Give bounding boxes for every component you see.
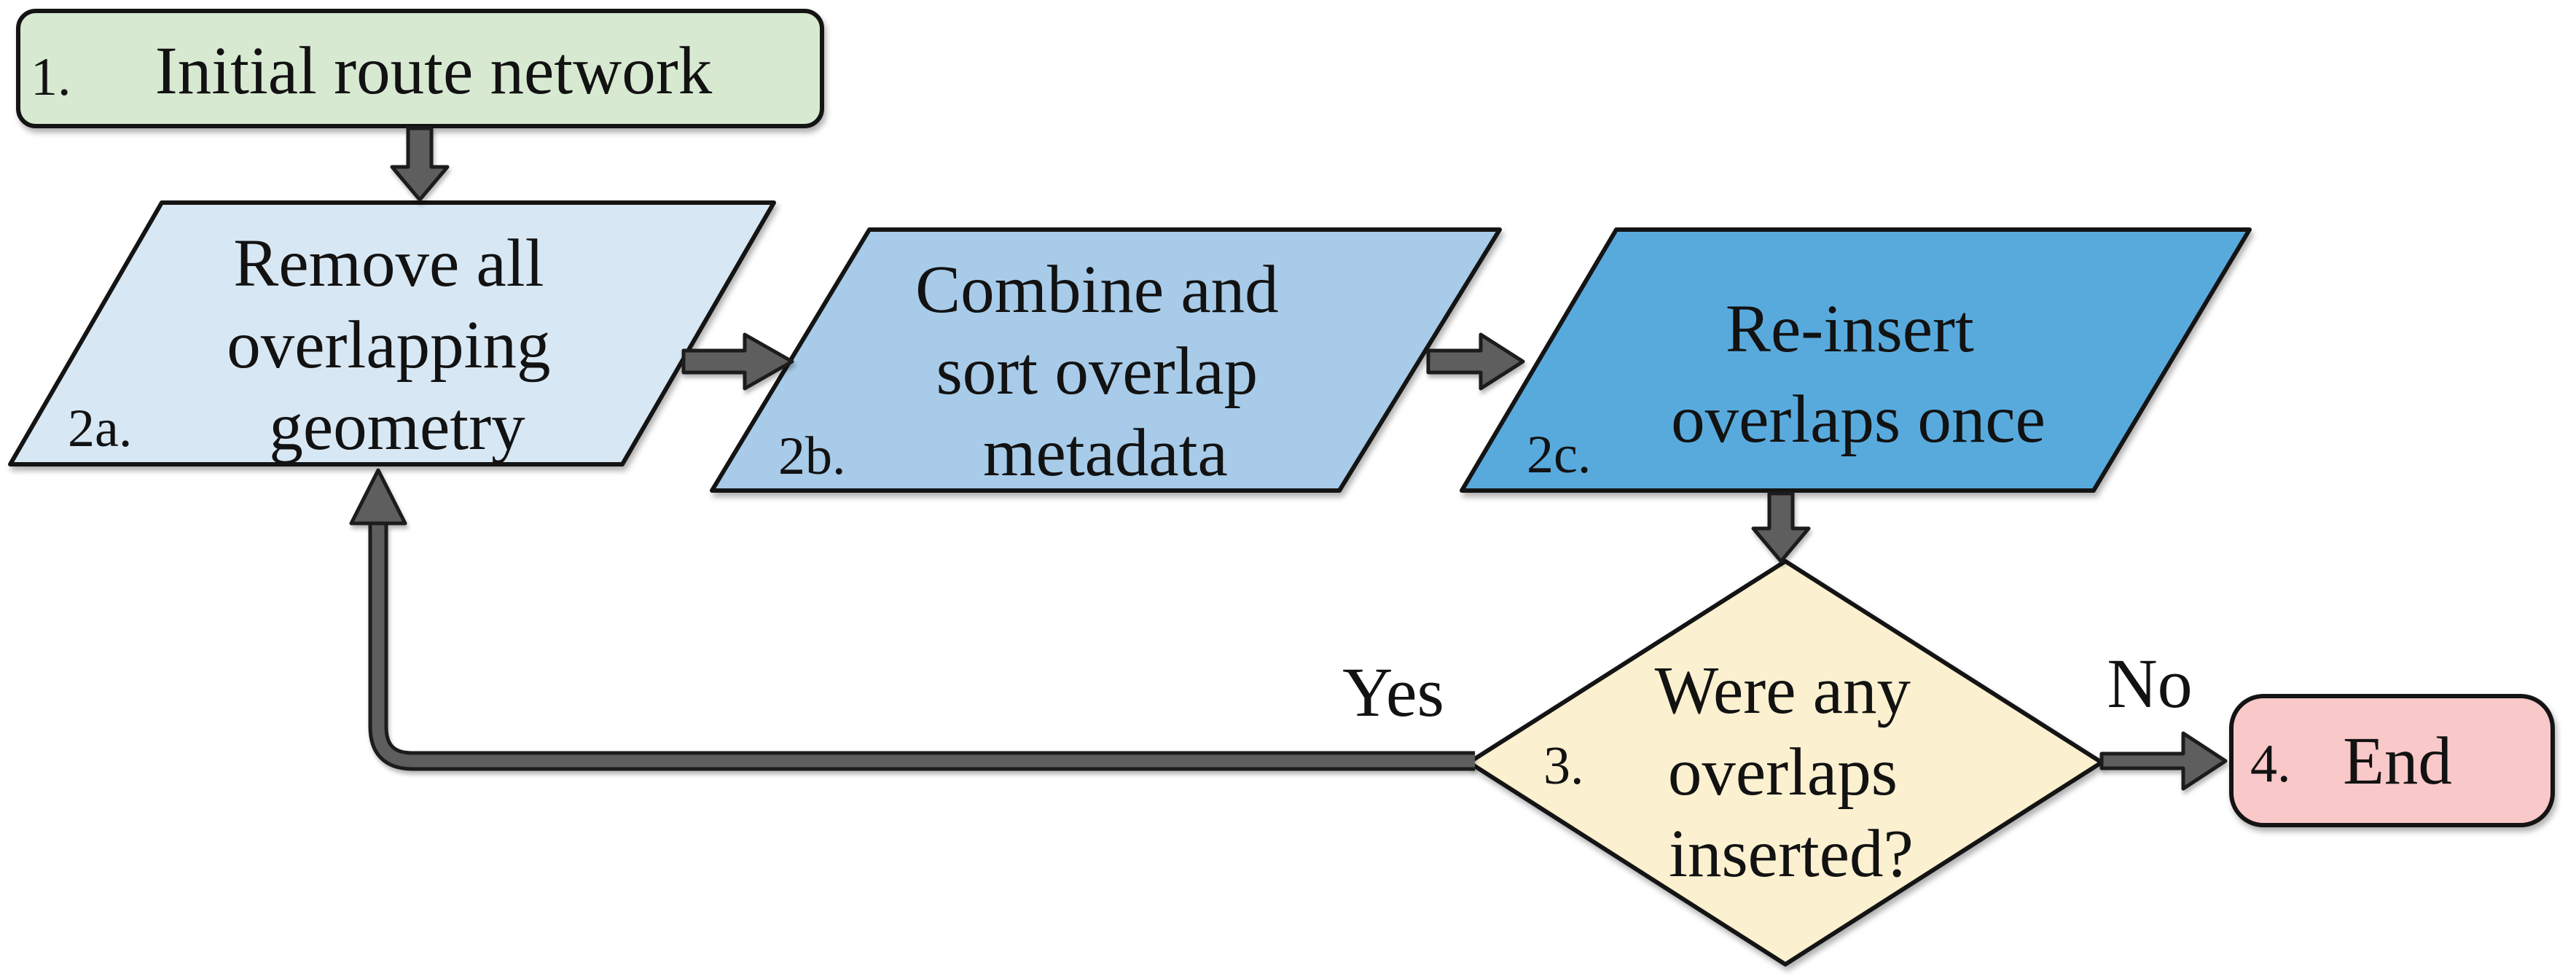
step-2a-parallelogram — [8, 200, 776, 466]
arrow-2c-to-decision — [1751, 491, 1811, 563]
step-2b-parallelogram — [710, 227, 1502, 493]
step-2a-label-line: Remove all — [233, 226, 544, 301]
step-2b-label: Combine and sort overlap metadata — [915, 252, 1296, 491]
decision-label-line: inserted? — [1669, 816, 1914, 891]
end-node-label-line: End — [2343, 724, 2452, 799]
end-node-number: 4. — [2250, 734, 2291, 794]
arrow-yes-loop-outline — [368, 519, 1475, 771]
step-2a-label-line: overlapping — [227, 308, 550, 383]
step-2c-parallelogram — [1460, 227, 2252, 493]
step-2c-label-line: Re-insert — [1726, 292, 1974, 367]
step-2b-number: 2b. — [778, 426, 846, 486]
step-2b-label-line: Combine and — [915, 252, 1279, 327]
decision-label-line: overlaps — [1668, 735, 1898, 810]
start-node-shape — [16, 9, 824, 128]
step-2b-label-line: sort overlap — [936, 334, 1258, 409]
step-2a-label-line: geometry — [269, 389, 525, 464]
arrow-2a-to-2b — [681, 332, 794, 391]
arrow-yes-loop-head — [349, 468, 407, 526]
start-node-number: 1. — [31, 47, 71, 107]
step-2b-label-line: metadata — [983, 415, 1228, 491]
end-node-shape — [2229, 694, 2555, 827]
decision-diamond — [1467, 559, 2104, 967]
step-2a-label: Remove all overlapping geometry — [227, 226, 567, 464]
step-2c-label-line: overlaps once — [1671, 382, 2045, 457]
arrow-2b-to-2c — [1426, 332, 1525, 391]
step-2a-number: 2a. — [68, 399, 132, 458]
decision-number: 3. — [1543, 736, 1584, 796]
decision-label-line: Were any — [1655, 653, 1911, 728]
end-node-label: End — [2343, 724, 2452, 799]
decision-label: Were any overlaps inserted? — [1655, 653, 1928, 891]
step-2c-label: Re-insert overlaps once — [1671, 292, 2045, 457]
step-2c-number: 2c. — [1527, 425, 1591, 485]
arrow-start-to-2a — [390, 126, 450, 202]
arrow-no-to-end — [2099, 731, 2228, 791]
no-branch-label: No — [2107, 644, 2192, 722]
start-node-label: Initial route network — [155, 34, 713, 109]
start-node-label-line: Initial route network — [155, 34, 713, 109]
arrow-yes-loop — [372, 519, 1475, 768]
yes-branch-label: Yes — [1342, 653, 1444, 731]
